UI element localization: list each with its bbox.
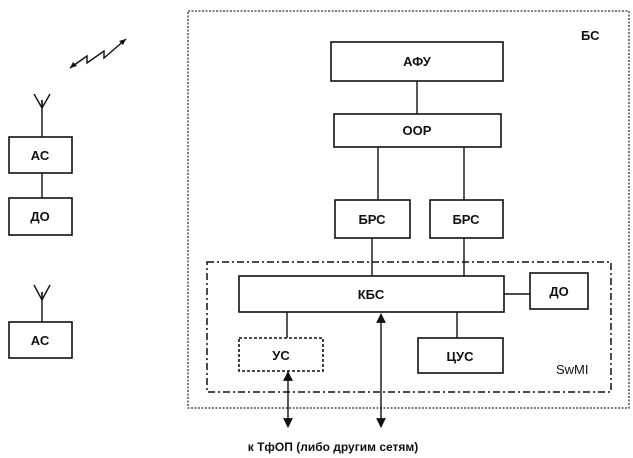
us-label: УС <box>272 348 290 363</box>
oor-label: ООР <box>403 123 432 138</box>
kbs-block <box>238 275 505 313</box>
oor-block <box>333 113 502 148</box>
swmi-frame <box>206 261 612 393</box>
do-left-label: ДО <box>30 209 49 224</box>
tsus-block <box>417 337 504 374</box>
do-right-label: ДО <box>549 284 568 299</box>
swmi-label: SwMI <box>556 362 589 377</box>
base-station-label: БС <box>581 28 600 43</box>
afu-label: АФУ <box>403 54 432 69</box>
brs-left-label: БРС <box>358 212 386 227</box>
as-top-label: АС <box>31 148 50 163</box>
brs-right-label: БРС <box>452 212 480 227</box>
brs-right-block <box>429 199 504 239</box>
brs-left-block <box>334 199 411 239</box>
do-right-block <box>529 272 589 310</box>
kbs-label: КБС <box>358 287 385 302</box>
antenna-icon <box>33 284 51 301</box>
radio-link-icon <box>69 38 127 69</box>
do-left-block <box>8 197 73 236</box>
as-bottom-label: АС <box>31 333 50 348</box>
afu-block <box>330 41 504 82</box>
tsus-label: ЦУС <box>447 349 475 364</box>
antenna-icon <box>33 93 51 109</box>
as-bottom-block <box>8 321 73 359</box>
base-station-frame <box>187 10 630 409</box>
as-top-block <box>8 136 73 174</box>
pstn-caption: к ТфОП (либо другим сетям) <box>248 440 419 454</box>
us-block <box>238 337 324 372</box>
